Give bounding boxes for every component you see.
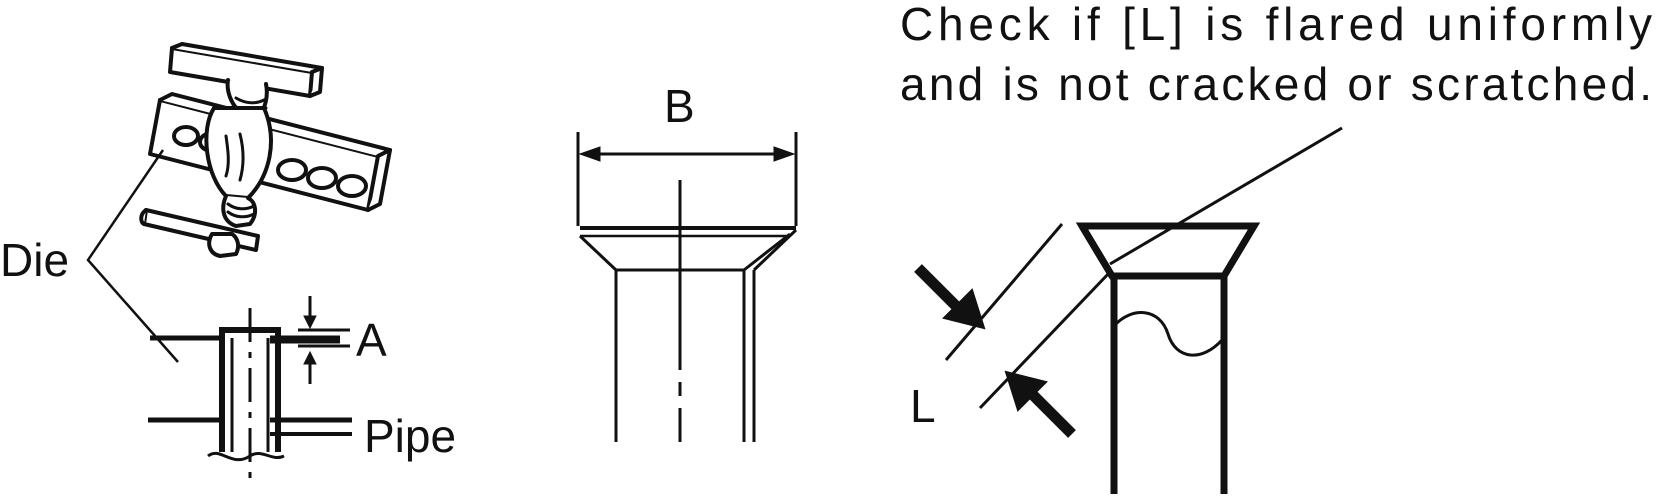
die-pipe-section (86, 149, 352, 488)
pipe-label: Pipe (364, 410, 456, 462)
flare-inspection-view (914, 126, 1343, 494)
flare-profile-view (576, 132, 798, 442)
flaring-tool-illustration (139, 42, 392, 258)
inspection-note-line-2: and is not cracked or scratched. (900, 58, 1652, 110)
length-l-label: L (910, 380, 936, 432)
dimension-b-label: B (664, 80, 695, 132)
inspection-note-line-1: Check if [L] is flared uniformly (900, 0, 1652, 50)
die-label: Die (0, 234, 69, 286)
dimension-a-label: A (356, 314, 387, 366)
